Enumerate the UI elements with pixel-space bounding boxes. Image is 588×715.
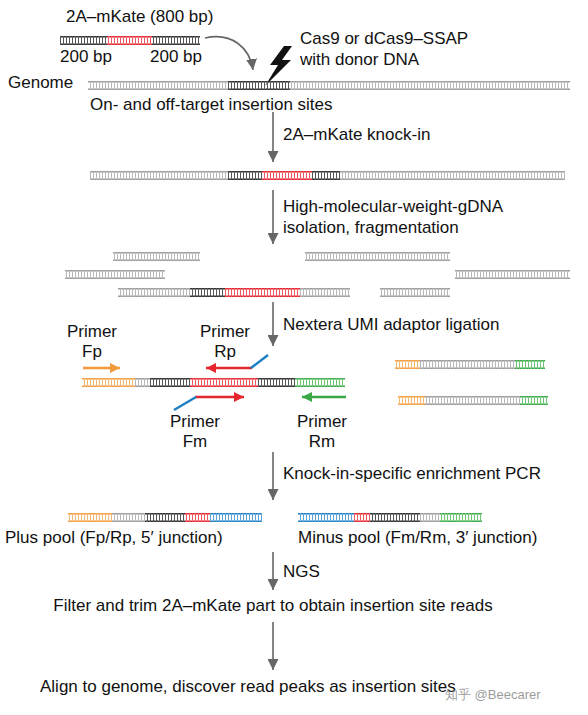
dimension-label: 200 bp <box>150 46 202 67</box>
insert-segment <box>185 513 210 522</box>
gdna-fragment <box>112 513 145 522</box>
reagent-label: Cas9 or dCas9–SSAP with donor DNA <box>300 28 490 70</box>
watermark: 知乎 @Beecarer <box>445 684 541 705</box>
gdna-fragment <box>455 270 570 279</box>
primer-tail-segment <box>210 513 262 522</box>
step-arrow <box>272 452 274 500</box>
step-label: Align to genome, discover read peaks as … <box>40 676 456 697</box>
insert-segment <box>225 288 300 297</box>
genome-segment <box>290 81 570 90</box>
gdna-fragment <box>380 288 450 297</box>
target-segment <box>190 288 225 297</box>
genome-segment <box>88 81 228 90</box>
step-arrow <box>272 190 274 244</box>
part-label: 2A–mKate (800 bp) <box>66 6 213 27</box>
insert-segment <box>262 171 312 180</box>
target-segment <box>258 378 295 387</box>
insert-segment <box>107 36 152 45</box>
primer-arrow <box>206 367 252 370</box>
adaptor-segment <box>295 378 345 387</box>
gdna-fragment <box>420 513 440 522</box>
step-arrow <box>272 552 274 590</box>
gdna-fragment <box>305 252 450 261</box>
primer-arrow <box>195 396 244 399</box>
insert-segment <box>190 378 258 387</box>
step-label: Knock-in-specific enrichment PCR <box>283 463 541 484</box>
part-label: On- and off-target insertion sites <box>90 94 333 115</box>
gdna-fragment <box>425 396 520 405</box>
target-segment <box>228 171 262 180</box>
primer-arrow <box>83 367 120 370</box>
homology-arm <box>60 36 107 45</box>
gdna-fragment <box>65 270 165 279</box>
primer-tail <box>251 355 268 368</box>
target-segment <box>145 513 185 522</box>
adaptor-segment <box>398 396 425 405</box>
gdna-fragment <box>135 378 150 387</box>
adaptor-segment <box>68 513 112 522</box>
step-arrow <box>272 112 274 162</box>
step-arrow <box>272 622 274 670</box>
gdna-fragment <box>420 360 515 369</box>
target-segment <box>370 513 420 522</box>
homology-arm <box>152 36 200 45</box>
adaptor-segment <box>440 513 482 522</box>
target-segment <box>228 81 290 90</box>
part-label: Genome <box>8 72 73 93</box>
adaptor-segment <box>82 378 135 387</box>
step-arrow <box>272 302 274 346</box>
adaptor-segment <box>515 360 545 369</box>
step-label: High-molecular-weight-gDNA isolation, fr… <box>283 196 548 238</box>
cut-symbol <box>265 46 292 86</box>
primer-tail <box>174 397 196 410</box>
primer-label: Primer Fp <box>62 322 122 362</box>
gdna-fragment <box>118 288 190 297</box>
insertion-arrow <box>205 37 253 70</box>
step-label: NGS <box>283 561 320 582</box>
pool-label: Plus pool (Fp/Rp, 5′ junction) <box>5 527 223 548</box>
gdna-fragment <box>113 252 200 261</box>
genome-segment <box>340 171 565 180</box>
adaptor-segment <box>395 360 420 369</box>
dimension-label: 200 bp <box>60 46 112 67</box>
step-label: Nextera UMI adaptor ligation <box>283 314 499 335</box>
step-label: Filter and trim 2A–mKate part to obtain … <box>0 595 546 616</box>
pool-label: Minus pool (Fm/Rm, 3′ junction) <box>298 527 537 548</box>
gdna-fragment <box>300 288 350 297</box>
adaptor-segment <box>520 396 548 405</box>
target-segment <box>150 378 190 387</box>
target-segment <box>312 171 340 180</box>
primer-label: Primer Rp <box>195 322 255 362</box>
primer-arrow <box>302 396 346 399</box>
primer-label: Primer Fm <box>165 412 225 452</box>
genome-segment <box>90 171 228 180</box>
step-label: 2A–mKate knock-in <box>283 124 430 145</box>
primer-tail-segment <box>298 513 354 522</box>
primer-label: Primer Rm <box>292 412 352 452</box>
insert-segment <box>354 513 370 522</box>
